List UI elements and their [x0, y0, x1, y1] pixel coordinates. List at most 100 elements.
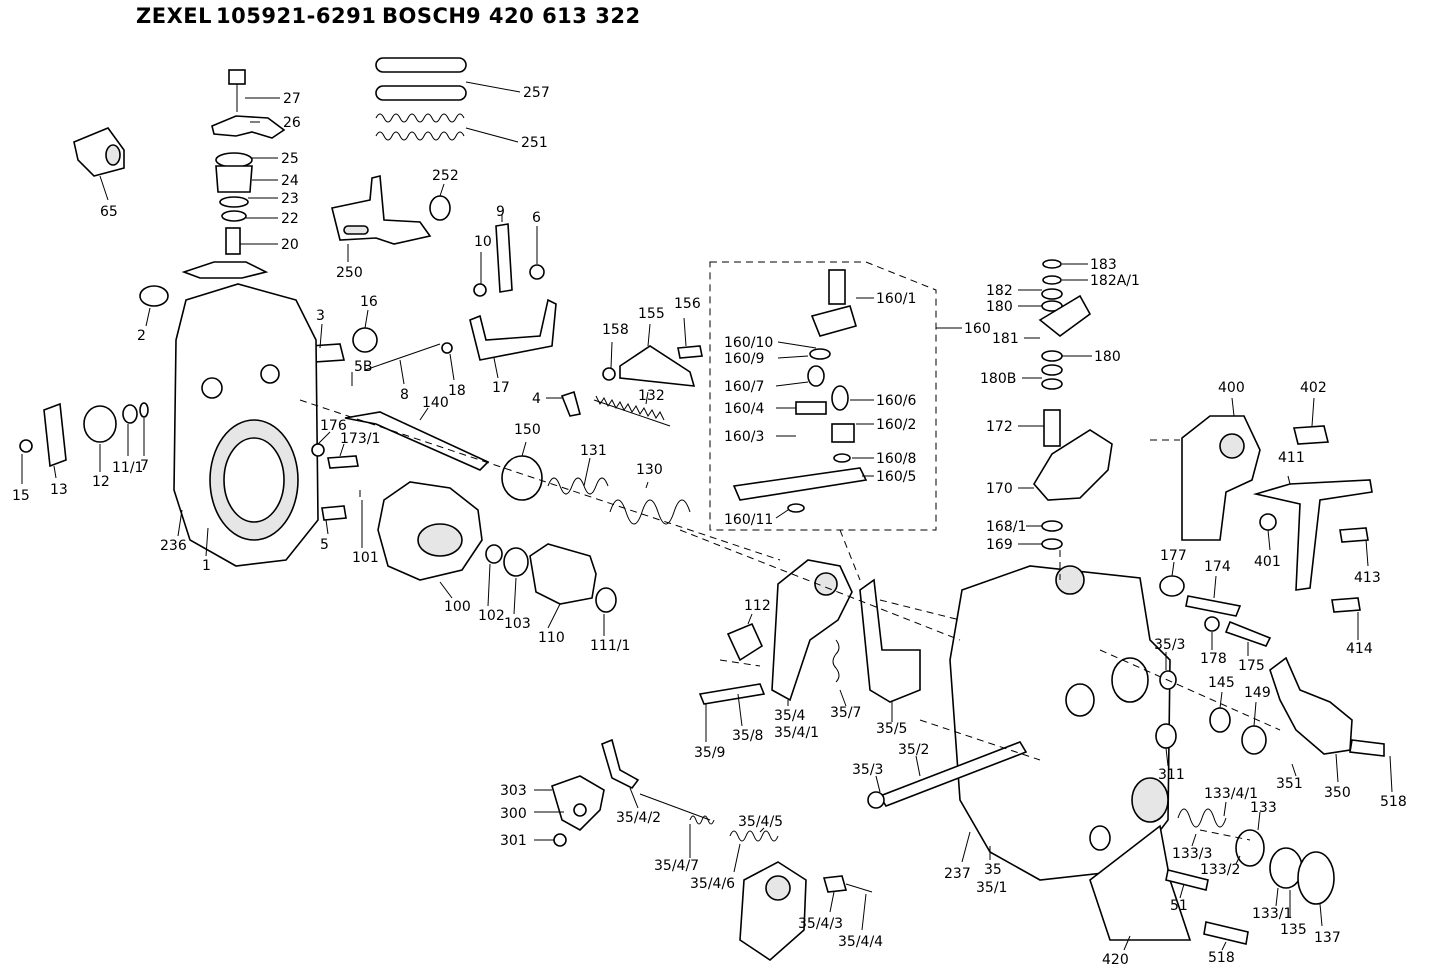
- callout-182a-1: 182A/1: [1090, 273, 1140, 289]
- callout-35-9: 35/9: [694, 745, 725, 761]
- callout-103: 103: [504, 616, 531, 632]
- callout-160-1: 160/1: [876, 291, 916, 307]
- callout-133: 133: [1250, 800, 1277, 816]
- callout-140: 140: [422, 395, 449, 411]
- callout-12: 12: [92, 474, 110, 490]
- callout-178: 178: [1200, 651, 1227, 667]
- callout-35-4-3: 35/4/3: [798, 916, 843, 932]
- callout-110: 110: [538, 630, 565, 646]
- callout-160-5: 160/5: [876, 469, 916, 485]
- callout-4: 4: [532, 391, 541, 407]
- callout-5: 5: [320, 537, 329, 553]
- callout-160-4: 160/4: [724, 401, 764, 417]
- callout-180b: 180B: [980, 371, 1016, 387]
- callout-160-11: 160/11: [724, 512, 773, 528]
- callout-160-3: 160/3: [724, 429, 764, 445]
- callout-174: 174: [1204, 559, 1231, 575]
- callout-35-8: 35/8: [732, 728, 763, 744]
- callout-100: 100: [444, 599, 471, 615]
- callout-177: 177: [1160, 548, 1187, 564]
- diagram-header: ZEXEL 105921-6291 BOSCH 9 420 613 322: [136, 4, 640, 38]
- callout-16: 16: [360, 294, 378, 310]
- leader-lines: [21, 81, 1393, 951]
- callout-133-4-1: 133/4/1: [1204, 786, 1258, 802]
- callout-35-5: 35/5: [876, 721, 907, 737]
- zexel-part-number: 105921-6291: [216, 4, 377, 28]
- callout-labels: 27 26 25 24 23 22 20 65 257 251 252 250 …: [12, 85, 1407, 968]
- callout-35-1: 35/1: [976, 880, 1007, 896]
- callout-169: 169: [986, 537, 1013, 553]
- callout-6: 6: [532, 210, 541, 226]
- callout-518-bottom: 518: [1208, 950, 1235, 966]
- callout-401: 401: [1254, 554, 1281, 570]
- callout-101: 101: [352, 550, 379, 566]
- callout-180-top: 180: [986, 299, 1013, 315]
- callout-518-right: 518: [1380, 794, 1407, 810]
- callout-172: 172: [986, 419, 1013, 435]
- callout-35-3-right: 35/3: [1154, 637, 1185, 653]
- callout-22: 22: [281, 211, 299, 227]
- callout-35-4: 35/4: [774, 708, 806, 724]
- callout-3: 3: [316, 308, 325, 324]
- callout-158: 158: [602, 322, 629, 338]
- callout-65: 65: [100, 204, 118, 220]
- callout-133-3: 133/3: [1172, 846, 1212, 862]
- callout-160-2: 160/2: [876, 417, 916, 433]
- callout-35-3-left: 35/3: [852, 762, 883, 778]
- bosch-part-number: 9 420 613 322: [466, 4, 641, 28]
- callout-176: 176: [320, 418, 347, 434]
- callout-160-6: 160/6: [876, 393, 916, 409]
- callout-150: 150: [514, 422, 541, 438]
- callout-237: 237: [944, 866, 971, 882]
- callout-252: 252: [432, 168, 459, 184]
- callout-400: 400: [1218, 380, 1245, 396]
- callout-112: 112: [744, 598, 771, 614]
- callout-160-10: 160/10: [724, 335, 773, 351]
- callout-411: 411: [1278, 450, 1305, 466]
- callout-180-mid: 180: [1094, 349, 1121, 365]
- callout-160-7: 160/7: [724, 379, 764, 395]
- callout-35: 35: [984, 862, 1002, 878]
- callout-251: 251: [521, 135, 548, 151]
- callout-11-1: 11/1: [112, 460, 143, 476]
- callout-173-1: 173/1: [340, 431, 380, 447]
- callout-130: 130: [636, 462, 663, 478]
- callout-1: 1: [202, 558, 211, 574]
- callout-111-1: 111/1: [590, 638, 630, 654]
- callout-183: 183: [1090, 257, 1117, 273]
- callout-149: 149: [1244, 685, 1271, 701]
- callout-133-2: 133/2: [1200, 862, 1240, 878]
- callout-51: 51: [1170, 898, 1188, 914]
- callout-24: 24: [281, 173, 299, 189]
- callout-15: 15: [12, 488, 30, 504]
- callout-311: 311: [1158, 767, 1185, 783]
- callout-7: 7: [140, 458, 149, 474]
- brand-zexel: ZEXEL: [136, 4, 212, 28]
- callout-160: 160: [964, 321, 991, 337]
- callout-420: 420: [1102, 952, 1129, 968]
- callout-35-4-7: 35/4/7: [654, 858, 699, 874]
- callout-35-4-1: 35/4/1: [774, 725, 819, 741]
- callout-160-8: 160/8: [876, 451, 916, 467]
- callout-170: 170: [986, 481, 1013, 497]
- callout-13: 13: [50, 482, 68, 498]
- callout-35-4-6: 35/4/6: [690, 876, 735, 892]
- callout-132: 132: [638, 388, 665, 404]
- callout-102: 102: [478, 608, 505, 624]
- callout-350: 350: [1324, 785, 1351, 801]
- callout-26: 26: [283, 115, 301, 131]
- callout-25: 25: [281, 151, 299, 167]
- callout-181: 181: [992, 331, 1019, 347]
- callout-155: 155: [638, 306, 665, 322]
- callout-2: 2: [137, 328, 146, 344]
- callout-131: 131: [580, 443, 607, 459]
- callout-35-4-5: 35/4/5: [738, 814, 783, 830]
- callout-10: 10: [474, 234, 492, 250]
- callout-20: 20: [281, 237, 299, 253]
- callout-145: 145: [1208, 675, 1235, 691]
- callout-413: 413: [1354, 570, 1381, 586]
- callout-175: 175: [1238, 658, 1265, 674]
- callout-168-1: 168/1: [986, 519, 1026, 535]
- callout-135: 135: [1280, 922, 1307, 938]
